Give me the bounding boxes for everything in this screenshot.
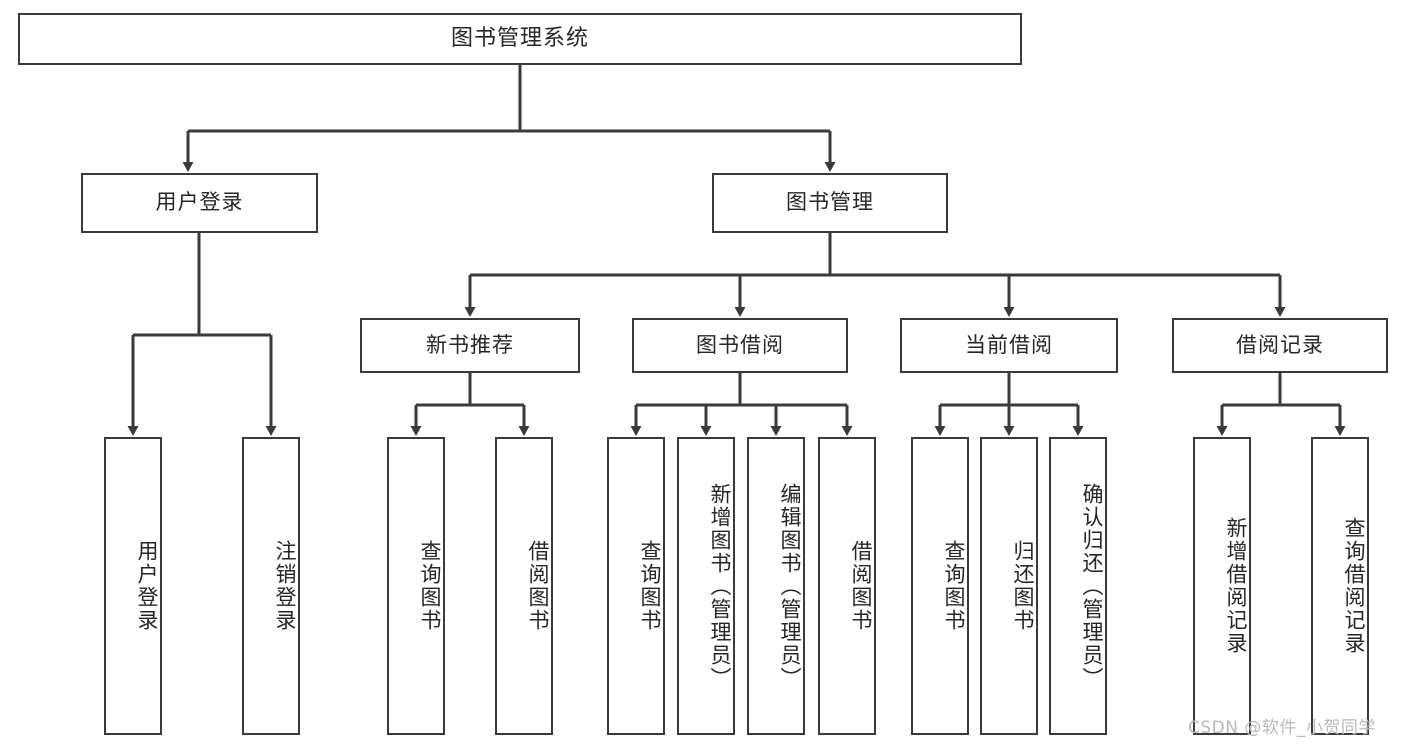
leaf-borrow-borrow-book[interactable]: 借阅图书 xyxy=(818,437,876,735)
node-new-book-recommend[interactable]: 新书推荐 xyxy=(360,318,580,373)
leaf-current-confirm-return-admin[interactable]: 确认归还（管理员） xyxy=(1049,437,1107,735)
leaf-user-login-logout[interactable]: 注销登录 xyxy=(242,437,300,735)
leaf-borrow-add-book-admin[interactable]: 新增图书（管理员） xyxy=(677,437,735,735)
leaf-label: 查询图书 xyxy=(418,540,442,632)
leaf-label: 查询图书 xyxy=(638,540,662,632)
csdn-watermark: CSDN @软件_小贺同学 xyxy=(1188,718,1376,738)
leaf-label: 借阅图书 xyxy=(849,540,873,632)
node-current-borrow[interactable]: 当前借阅 xyxy=(900,318,1118,373)
leaf-borrow-query-book[interactable]: 查询图书 xyxy=(607,437,665,735)
leaf-new-book-borrow-book[interactable]: 借阅图书 xyxy=(495,437,553,735)
leaf-record-add-borrow-record[interactable]: 新增借阅记录 xyxy=(1193,437,1251,735)
leaf-label: 编辑图书（管理员） xyxy=(778,482,802,690)
leaf-current-return-book[interactable]: 归还图书 xyxy=(980,437,1038,735)
node-book-borrow[interactable]: 图书借阅 xyxy=(632,318,848,373)
leaf-label: 归还图书 xyxy=(1011,540,1035,632)
leaf-label: 用户登录 xyxy=(135,540,159,632)
node-root[interactable]: 图书管理系统 xyxy=(18,13,1022,65)
leaf-record-query-borrow-record[interactable]: 查询借阅记录 xyxy=(1311,437,1369,735)
leaf-user-login-login[interactable]: 用户登录 xyxy=(104,437,162,735)
leaf-new-book-query-book[interactable]: 查询图书 xyxy=(387,437,445,735)
node-borrow-record[interactable]: 借阅记录 xyxy=(1172,318,1388,373)
leaf-label: 确认归还（管理员） xyxy=(1080,482,1104,690)
leaf-label: 借阅图书 xyxy=(526,540,550,632)
node-user-login[interactable]: 用户登录 xyxy=(81,173,318,233)
leaf-borrow-edit-book-admin[interactable]: 编辑图书（管理员） xyxy=(747,437,805,735)
leaf-label: 新增借阅记录 xyxy=(1224,517,1248,655)
leaf-label: 查询图书 xyxy=(942,540,966,632)
leaf-label: 新增图书（管理员） xyxy=(708,482,732,690)
leaf-label: 注销登录 xyxy=(273,540,297,632)
leaf-label: 查询借阅记录 xyxy=(1342,517,1366,655)
node-book-management[interactable]: 图书管理 xyxy=(712,173,948,233)
leaf-current-query-book[interactable]: 查询图书 xyxy=(911,437,969,735)
